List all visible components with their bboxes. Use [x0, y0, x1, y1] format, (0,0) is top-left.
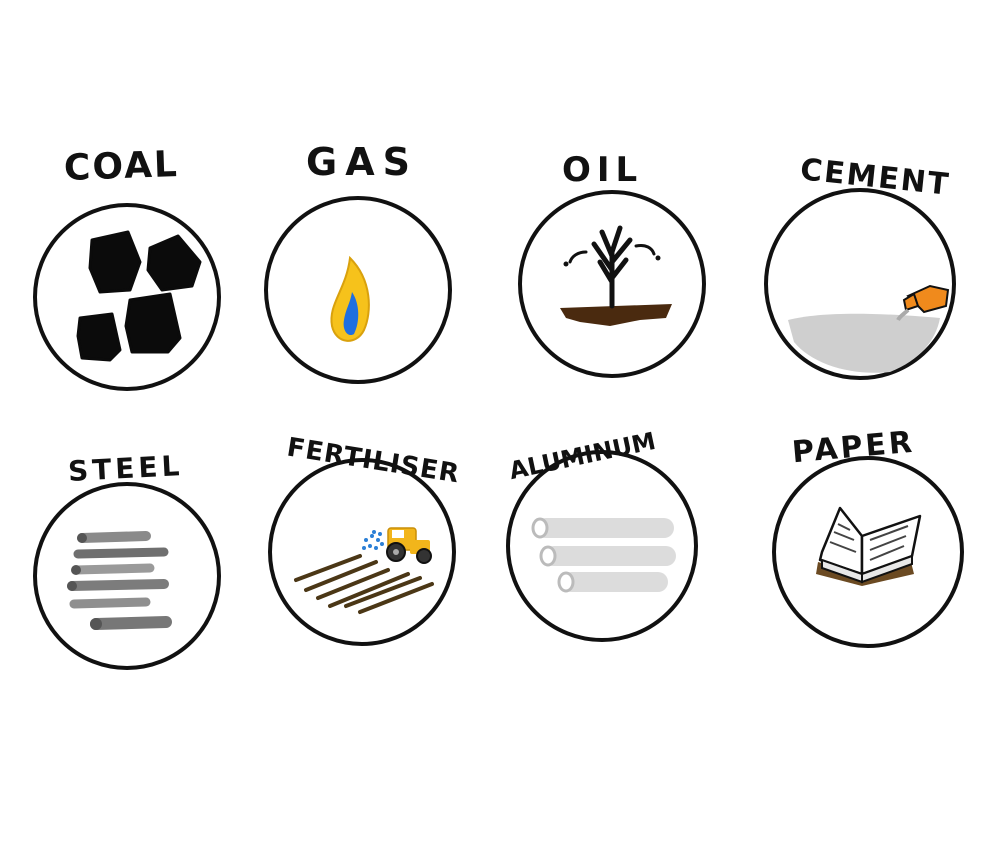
gas-flame-icon — [330, 255, 370, 342]
cement-mixer-pour-icon — [788, 284, 950, 373]
oil-circle — [518, 190, 706, 378]
coal-circle — [33, 203, 221, 391]
cement-circle — [764, 188, 956, 380]
oil-gusher-icon — [560, 225, 672, 326]
coal-lumps-icon — [76, 230, 202, 362]
gas-circle — [264, 196, 452, 384]
oil-label: OIL — [562, 150, 644, 190]
tractor-field-icon — [294, 527, 434, 614]
fertiliser-circle — [268, 458, 456, 646]
paper-circle — [772, 456, 964, 648]
aluminum-circle — [506, 450, 698, 642]
gas-label: GAS — [306, 140, 418, 184]
aluminum-rolls-icon — [531, 517, 676, 593]
steel-bars-icon — [67, 531, 172, 630]
steel-circle — [33, 482, 221, 670]
open-book-icon — [816, 506, 922, 586]
